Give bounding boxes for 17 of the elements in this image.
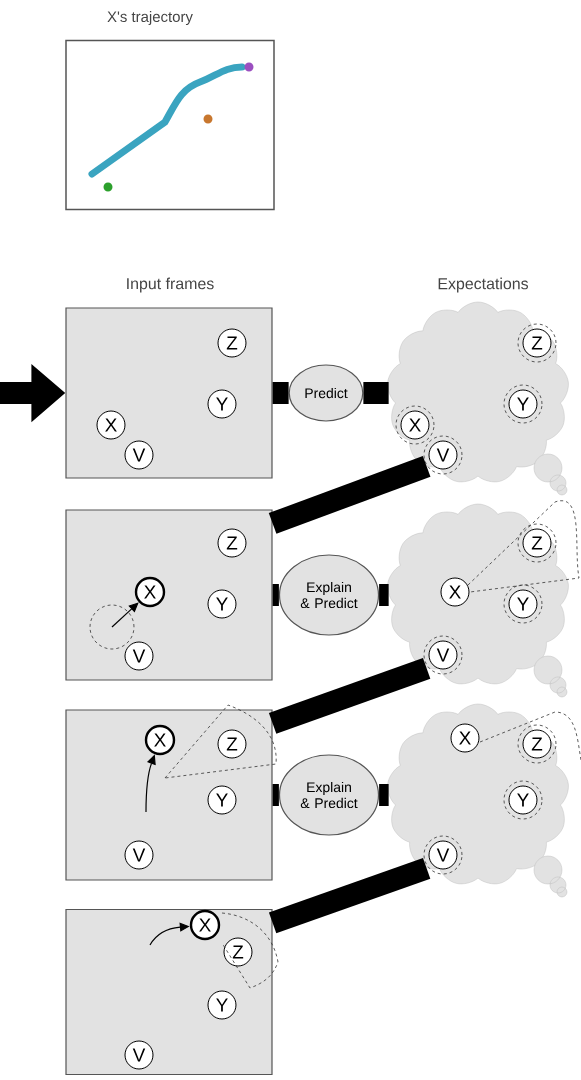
frame-box bbox=[65, 509, 273, 681]
band-connector bbox=[379, 784, 389, 806]
frame-box bbox=[65, 908, 273, 1076]
band-connector bbox=[272, 784, 279, 806]
band-connector bbox=[363, 382, 389, 404]
band-connector bbox=[268, 658, 431, 734]
band-connector bbox=[272, 382, 289, 404]
band-connector bbox=[268, 456, 431, 534]
plot-title: X's trajectory bbox=[107, 11, 193, 25]
column-heading: Input frames bbox=[127, 277, 214, 293]
band-connector bbox=[272, 584, 279, 606]
band-connector bbox=[379, 584, 389, 606]
frame-box bbox=[65, 307, 273, 479]
band-connector bbox=[268, 857, 431, 934]
frame-box bbox=[65, 709, 273, 881]
dashed-circle bbox=[89, 604, 135, 650]
column-heading: Expectations bbox=[438, 277, 529, 293]
